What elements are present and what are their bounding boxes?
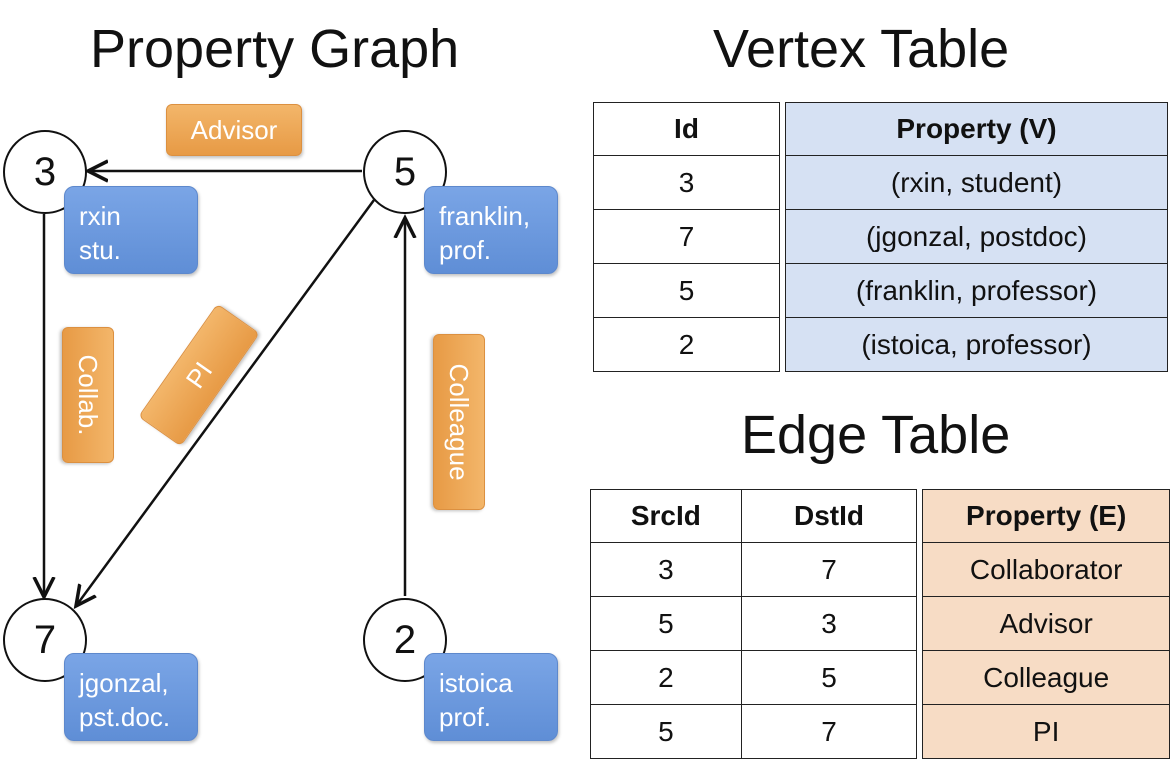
- edge-dst-cell: 7: [741, 543, 918, 597]
- edge-dst-cell: 3: [741, 597, 918, 651]
- edge-table-header-property: Property (E): [922, 489, 1170, 543]
- edge-property-cell: Advisor: [922, 597, 1170, 651]
- table-row: 5 7 PI: [590, 705, 1170, 759]
- vertex-7-property: jgonzal, pst.doc.: [64, 653, 198, 741]
- edge-label-collab: Collab.: [62, 327, 114, 463]
- table-row: 2 5 Colleague: [590, 651, 1170, 705]
- graph-edges: [0, 0, 580, 760]
- edge-dst-cell: 7: [741, 705, 918, 759]
- edge-src-cell: 5: [590, 597, 742, 651]
- edge-table-header: SrcId DstId Property (E): [590, 489, 1170, 543]
- vertex-table-header: Id Property (V): [593, 102, 1168, 156]
- vertex-property-cell: (jgonzal, postdoc): [785, 210, 1168, 264]
- edge-table-header-dstid: DstId: [741, 489, 918, 543]
- edge-pi: [76, 199, 376, 606]
- vertex-2: 2: [363, 598, 447, 682]
- edge-table-title: Edge Table: [741, 405, 1011, 465]
- edge-property-cell: Colleague: [922, 651, 1170, 705]
- vertex-id-cell: 2: [593, 318, 780, 372]
- vertex-table: Id Property (V) 3 (rxin, student) 7 (jgo…: [593, 102, 1168, 372]
- vertex-id-cell: 7: [593, 210, 780, 264]
- edge-table-header-srcid: SrcId: [590, 489, 742, 543]
- edge-label-advisor: Advisor: [166, 104, 302, 156]
- vertex-id-cell: 5: [593, 264, 780, 318]
- edge-label-colleague: Colleague: [433, 334, 485, 510]
- vertex-3-property: rxin stu.: [64, 186, 198, 274]
- graph-title: Property Graph: [90, 19, 460, 79]
- edge-dst-cell: 5: [741, 651, 918, 705]
- vertex-2-property: istoica prof.: [424, 653, 558, 741]
- vertex-property-cell: (istoica, professor): [785, 318, 1168, 372]
- edge-table: SrcId DstId Property (E) 3 7 Collaborato…: [590, 489, 1170, 759]
- vertex-property-cell: (rxin, student): [785, 156, 1168, 210]
- edge-src-cell: 3: [590, 543, 742, 597]
- vertex-table-header-id: Id: [593, 102, 780, 156]
- table-row: 3 (rxin, student): [593, 156, 1168, 210]
- edge-src-cell: 5: [590, 705, 742, 759]
- table-row: 5 3 Advisor: [590, 597, 1170, 651]
- vertex-5-property: franklin, prof.: [424, 186, 558, 274]
- table-row: 5 (franklin, professor): [593, 264, 1168, 318]
- edge-property-cell: Collaborator: [922, 543, 1170, 597]
- table-row: 2 (istoica, professor): [593, 318, 1168, 372]
- vertex-id-cell: 3: [593, 156, 780, 210]
- table-row: 7 (jgonzal, postdoc): [593, 210, 1168, 264]
- vertex-table-header-property: Property (V): [785, 102, 1168, 156]
- edge-property-cell: PI: [922, 705, 1170, 759]
- vertex-table-title: Vertex Table: [713, 19, 1010, 79]
- vertex-5: 5: [363, 130, 447, 214]
- vertex-property-cell: (franklin, professor): [785, 264, 1168, 318]
- edge-src-cell: 2: [590, 651, 742, 705]
- table-row: 3 7 Collaborator: [590, 543, 1170, 597]
